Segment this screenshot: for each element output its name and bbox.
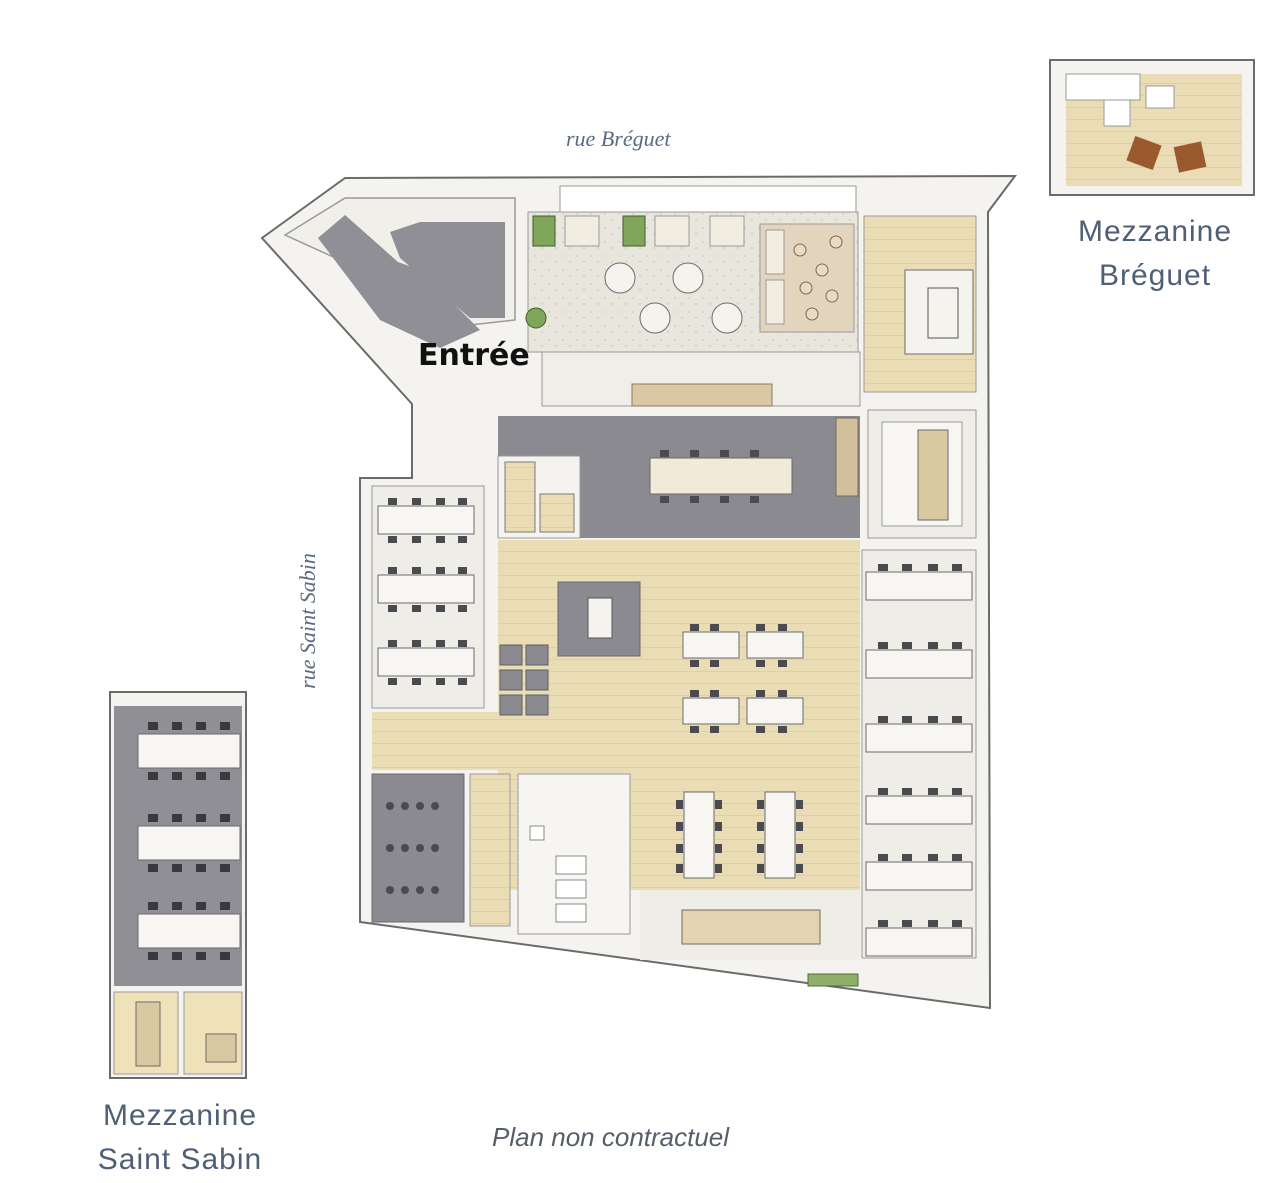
street-label-north: rue Bréguet <box>566 126 671 151</box>
mezzanine-breguet-label: Mezzanine Bréguet <box>1060 210 1250 298</box>
mezzanine-saint-sabin-line2: Saint Sabin <box>97 1143 263 1176</box>
entrance-corridor <box>541 351 861 407</box>
disclaimer: Plan non contractuel <box>492 1122 730 1152</box>
mezzanine-saint-sabin-label: Mezzanine Saint Sabin <box>70 1094 290 1182</box>
meeting-room-east <box>867 409 977 539</box>
south-lounge <box>640 890 860 960</box>
mezzanine-saint-sabin-line1: Mezzanine <box>102 1099 258 1132</box>
planter-south <box>807 973 859 987</box>
cafe-area <box>525 185 859 353</box>
kitchen-area <box>497 416 860 539</box>
mezzanine-breguet-plan <box>1049 59 1255 196</box>
corridor-south <box>469 773 511 927</box>
restrooms <box>517 773 631 935</box>
entrance-label: Entrée <box>418 338 530 373</box>
entrance-lobby <box>283 197 516 348</box>
mezzanine-breguet-line1: Mezzanine <box>1077 215 1233 248</box>
mezzanine-saint-sabin-plan <box>109 691 247 1079</box>
desk-chairs <box>388 450 962 927</box>
street-label-west: rue Saint Sabin <box>294 553 320 689</box>
training-room <box>371 773 465 923</box>
mezzanine-breguet-line2: Bréguet <box>1098 259 1212 292</box>
desk-tables <box>377 505 973 957</box>
office-east <box>861 549 977 959</box>
meeting-room-ne <box>863 215 977 393</box>
